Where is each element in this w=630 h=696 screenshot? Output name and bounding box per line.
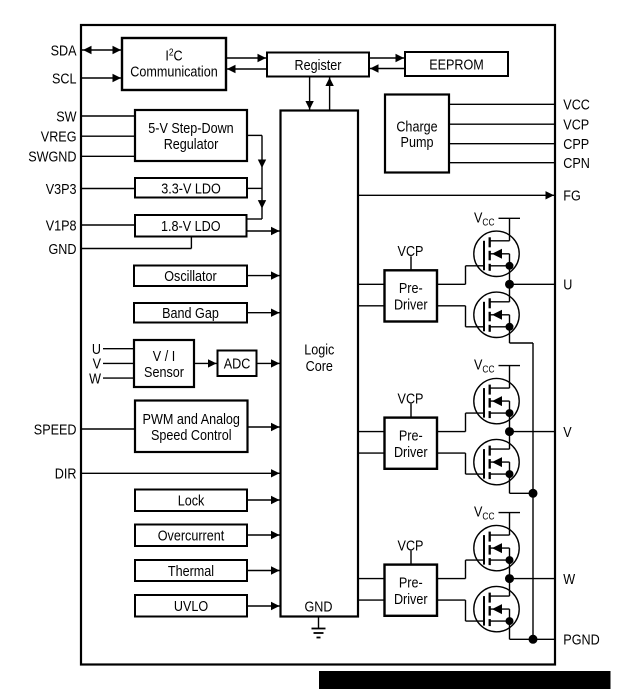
svg-text:V: V [474,504,482,521]
svg-text:Logic: Logic [304,341,335,358]
svg-text:Lock: Lock [178,493,205,510]
svg-text:Core: Core [306,358,333,375]
svg-text:CC: CC [482,512,494,523]
svg-text:V: V [474,357,482,374]
svg-text:Pump: Pump [401,134,434,151]
svg-text:GND: GND [305,598,333,615]
svg-text:Overcurrent: Overcurrent [158,528,225,545]
svg-text:VCP: VCP [563,117,589,134]
svg-text:GND: GND [49,241,77,258]
svg-text:UVLO: UVLO [174,598,208,615]
svg-text:W: W [563,571,576,588]
svg-text:U: U [563,277,572,294]
svg-text:Pre-: Pre- [399,280,423,297]
svg-text:2: 2 [169,47,174,58]
svg-text:SCL: SCL [52,70,77,87]
svg-text:VCP: VCP [398,243,424,260]
svg-text:Driver: Driver [394,591,428,608]
svg-text:5-V Step-Down: 5-V Step-Down [148,120,233,137]
svg-text:Communication: Communication [130,64,218,81]
svg-text:Pre-: Pre- [399,427,423,444]
svg-text:V: V [93,356,101,373]
svg-text:ADC: ADC [224,356,251,373]
svg-text:VCC: VCC [563,97,590,114]
svg-text:CPP: CPP [563,136,589,153]
svg-text:3.3-V LDO: 3.3-V LDO [161,180,221,197]
svg-text:V / I: V / I [153,348,175,365]
svg-text:Driver: Driver [394,444,428,461]
svg-text:V1P8: V1P8 [46,217,77,234]
svg-text:V: V [474,209,482,226]
svg-text:VCP: VCP [398,537,424,554]
svg-text:Pre-: Pre- [399,574,423,591]
svg-text:V3P3: V3P3 [46,181,77,198]
svg-text:1.8-V LDO: 1.8-V LDO [161,218,221,235]
svg-text:Oscillator: Oscillator [164,268,217,285]
svg-text:Regulator: Regulator [164,136,219,153]
svg-text:Thermal: Thermal [168,563,214,580]
svg-text:CC: CC [482,217,494,228]
svg-text:SW: SW [56,108,77,125]
svg-text:W: W [89,370,102,387]
svg-text:PWM and Analog: PWM and Analog [143,411,240,428]
svg-text:C: C [174,47,183,64]
svg-text:Speed Control: Speed Control [151,427,232,444]
svg-text:SWGND: SWGND [28,149,76,166]
svg-text:PGND: PGND [563,632,600,649]
svg-text:V: V [563,424,571,441]
svg-text:SPEED: SPEED [34,421,77,438]
svg-text:I: I [165,47,169,64]
svg-text:Register: Register [295,57,342,74]
svg-text:VREG: VREG [41,129,77,146]
svg-text:EEPROM: EEPROM [429,56,484,73]
svg-text:DIR: DIR [55,466,77,483]
svg-text:SDA: SDA [51,42,77,59]
svg-text:FG: FG [563,188,581,205]
svg-text:Charge: Charge [396,118,437,135]
svg-text:CPN: CPN [563,155,590,172]
svg-text:U: U [92,341,101,358]
svg-text:CC: CC [482,365,494,376]
svg-text:Sensor: Sensor [144,364,184,381]
svg-text:Driver: Driver [394,297,428,314]
svg-text:Band Gap: Band Gap [162,305,219,322]
svg-text:VCP: VCP [398,390,424,407]
